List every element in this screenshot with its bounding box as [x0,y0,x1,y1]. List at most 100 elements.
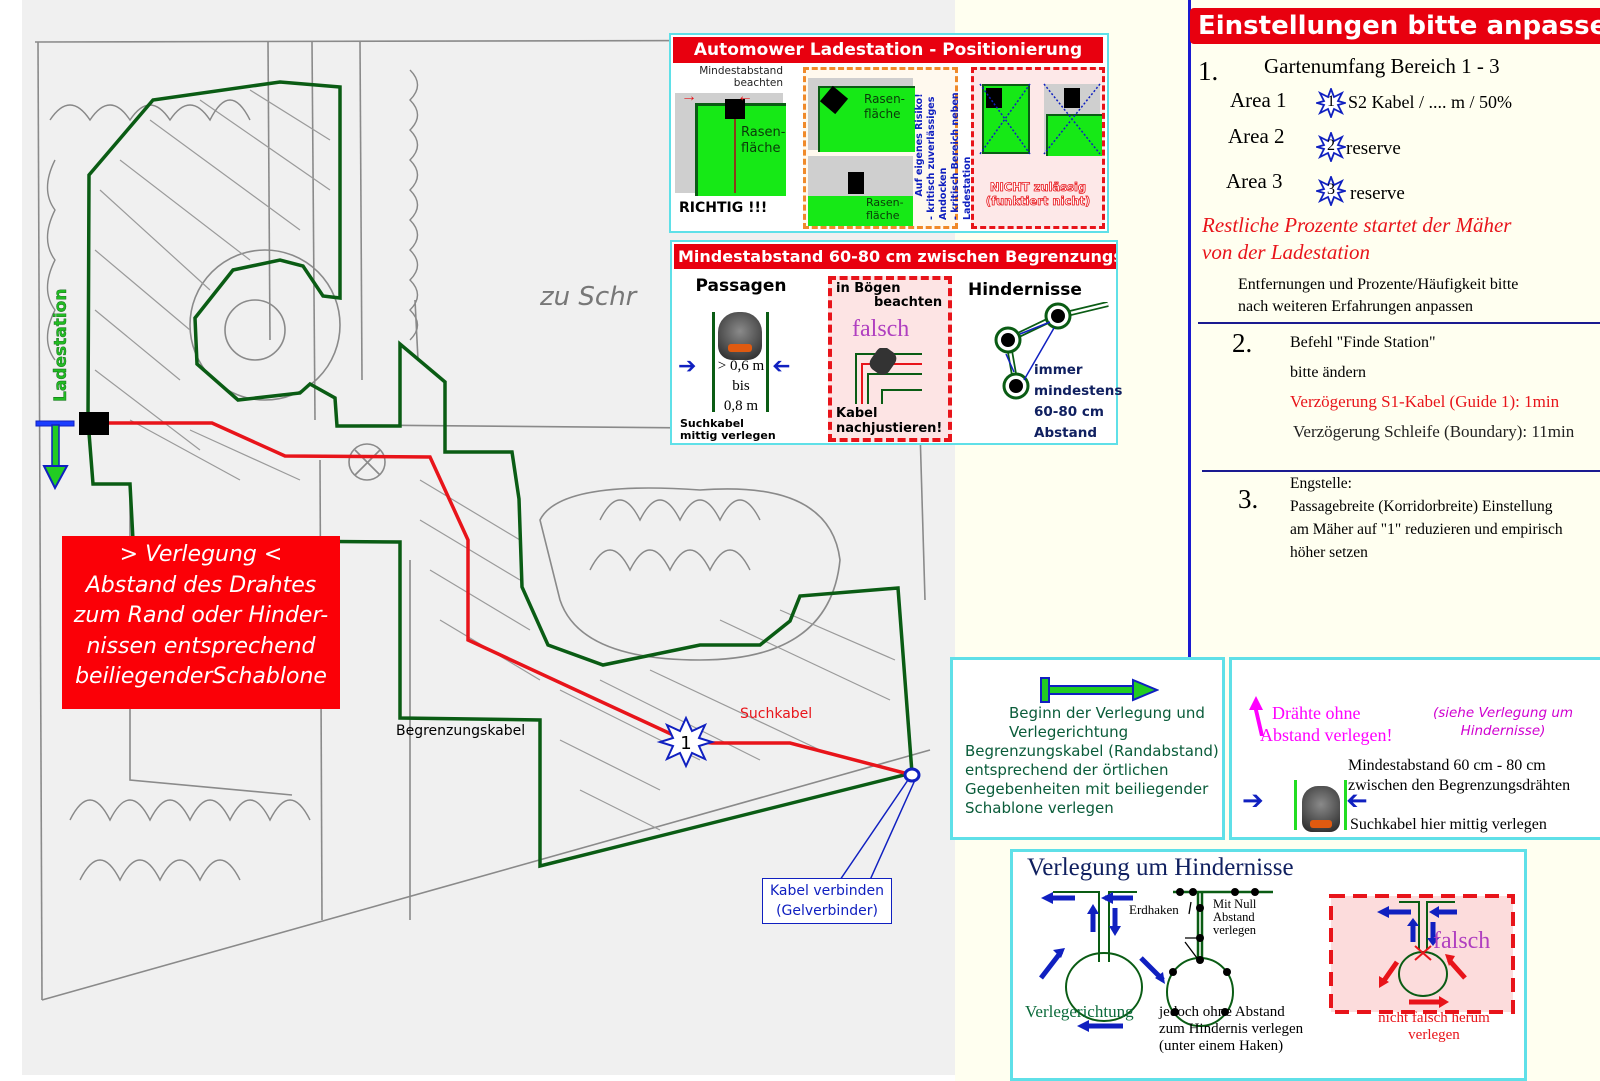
mower-icon [1302,786,1340,832]
correct-loop [1039,891,1165,1032]
wire-connector-icon [903,767,921,783]
not-allowed-line: NICHT zulässig [989,180,1087,195]
area-star-icon: 1 [1313,86,1349,120]
zero-distance-note: verlegen [1213,923,1257,937]
pencil-line [267,41,271,341]
passage-heading: Passagen [695,276,787,296]
area-star-icon: 2 [1313,130,1349,164]
tree-sketch [189,249,341,401]
find-station-line: bitte ändern [1290,364,1366,381]
pencil-line [37,41,43,1001]
mower-icon [718,312,762,360]
ladestation-label: Ladestation [51,289,71,402]
area-label: Area 1 [1230,88,1287,112]
obstacle-note: immer [1034,362,1083,378]
risk-note-line: Auf eigenes Risiko! [914,93,925,197]
verlegung-line: zum Rand oder Hinder- [73,603,329,628]
start-line: Verlegerichtung [1009,723,1129,741]
no-distance-note: Drähte ohne [1272,703,1361,723]
distance-note: Mindestabstand 60 cm - 80 cm [1348,757,1546,774]
lawn-label: fläche [864,107,901,121]
area-star-icon: 3 [1313,174,1349,208]
curve-note: nachjustieren! [836,421,943,436]
callout-line: (Gelverbinder) [776,903,878,919]
start-direction-panel: Beginn der Verlegung und Verlegerichtung… [950,657,1225,840]
narrow-passage-line: Engstelle: [1290,475,1352,492]
section-divider [1198,322,1600,324]
guide-wire-line [734,119,736,193]
remaining-percent-note: von der Ladestation [1202,240,1370,264]
obstacle-laying-drawing [1039,888,1515,1032]
passage-example: Passagen ➔ ➔ > 0,6 m bis 0,8 m Suchkabel… [676,272,806,442]
wrong-loop [1377,901,1467,1008]
positioning-panel: Automower Ladestation - Positionierung M… [669,33,1109,233]
wire-distance-panel: Drähte ohne Abstand verlegen! (siehe Ver… [1229,657,1600,840]
wire-line [766,312,769,412]
obstacle-example: Hindernisse immer mindestens 60-80 cm Ab… [968,272,1122,442]
pencil-line [41,749,931,1001]
charging-station-icon [79,412,109,435]
lawn-label: Rasen- [741,125,786,140]
section-number: 3. [1238,484,1259,514]
cross-out-icon [979,83,1101,155]
verlegung-info-box: > Verlegung < Abstand des Drahtes zum Ra… [62,536,340,709]
wire-line [712,312,715,412]
start-arrow-icon [1039,676,1160,706]
area-value: reserve [1346,138,1401,159]
zero-distance-note: Mit Null [1213,897,1257,911]
station-icon [1064,88,1080,108]
obstacle-laying-title: Verlegung um Hindernisse [1027,854,1294,881]
manhole-sketch [348,443,386,481]
arrow-right-icon: ➔ [678,353,697,378]
curve-heading: in Bögen [836,281,901,296]
reference-note: Hindernisse) [1460,723,1546,739]
arrow-left-icon: ➔ [1346,785,1368,815]
obstacle-note: 60-80 cm [1034,404,1104,420]
wire-line [1344,780,1347,830]
reference-note: (siehe Verlegung um [1432,705,1574,721]
caption-line: beachten [733,77,783,89]
lawn-area [1046,114,1102,156]
curve-note: Kabel [836,406,878,421]
wrong-caption: verlegen [1408,1027,1460,1043]
begrenzungskabel-label: Begrenzungskabel [396,723,525,739]
lawn-hatching [94,89,896,831]
settings-divider-vertical [1188,0,1191,660]
no-distance-caption: zum Hindernis verlegen [1159,1021,1304,1037]
min-distance-panel: Mindestabstand 60-80 cm zwischen Begrenz… [670,240,1122,445]
handwritten-note: zu Schr [539,282,639,312]
lawn-label: Rasen- [864,92,905,106]
settings-title: Einstellungen bitte anpassen [1190,8,1600,44]
verlegung-line: nissen entsprechend [86,633,316,659]
risk-example: Rasen- fläche Rasen- fläche Auf eigenes … [803,67,973,229]
distance-note: zwischen den Begrenzungsdrähten [1348,777,1571,794]
ground-hooks-label: Erdhaken [1129,902,1179,917]
guide-wire [108,421,913,777]
section-divider [1202,470,1600,472]
start-line: Begrenzungskabel (Randabstand) [965,742,1219,760]
boundary-delay-setting: Verzögerung Schleife (Boundary): 11min [1293,422,1575,441]
pencil-line [919,429,926,601]
remaining-percent-note: Restliche Prozente startet der Mäher [1202,213,1512,237]
risk-note-line: - kritisch zuverlässiges Andocken [926,96,949,220]
start-line: Gegebenheiten mit beiliegender [965,780,1209,798]
magenta-arrow-icon [1246,694,1266,743]
not-allowed-example: NICHT zulässig (funktiert nicht) [971,67,1105,229]
not-allowed-line: (funktiert nicht) [985,194,1091,209]
area-star-number: 3 [1327,181,1335,198]
passage-note: Suchkabel [680,417,744,430]
measure-line: bis [732,378,750,394]
curve-example: in Bögen beachten falsch Kabel nachjusti… [828,276,952,442]
guide-star-marker: 1 [656,715,716,769]
start-line: entsprechend der örtlichen [965,761,1169,779]
verlegung-line: Abstand des Drahtes [85,572,317,598]
station-icon [848,172,864,194]
narrow-passage-line: Passagebreite (Korridorbreite) Einstellu… [1290,498,1553,515]
verlegung-line: beiliegenderSchablone [75,664,327,689]
connector-callout: Kabel verbinden (Gelverbinder) [762,878,892,924]
min-distance-title: Mindestabstand 60-80 cm zwischen Begrenz… [674,244,1116,269]
lawn-area [695,103,786,196]
lawn-label: fläche [741,141,781,156]
hook-loop [1166,888,1273,1027]
curve-heading: beachten [874,295,943,310]
